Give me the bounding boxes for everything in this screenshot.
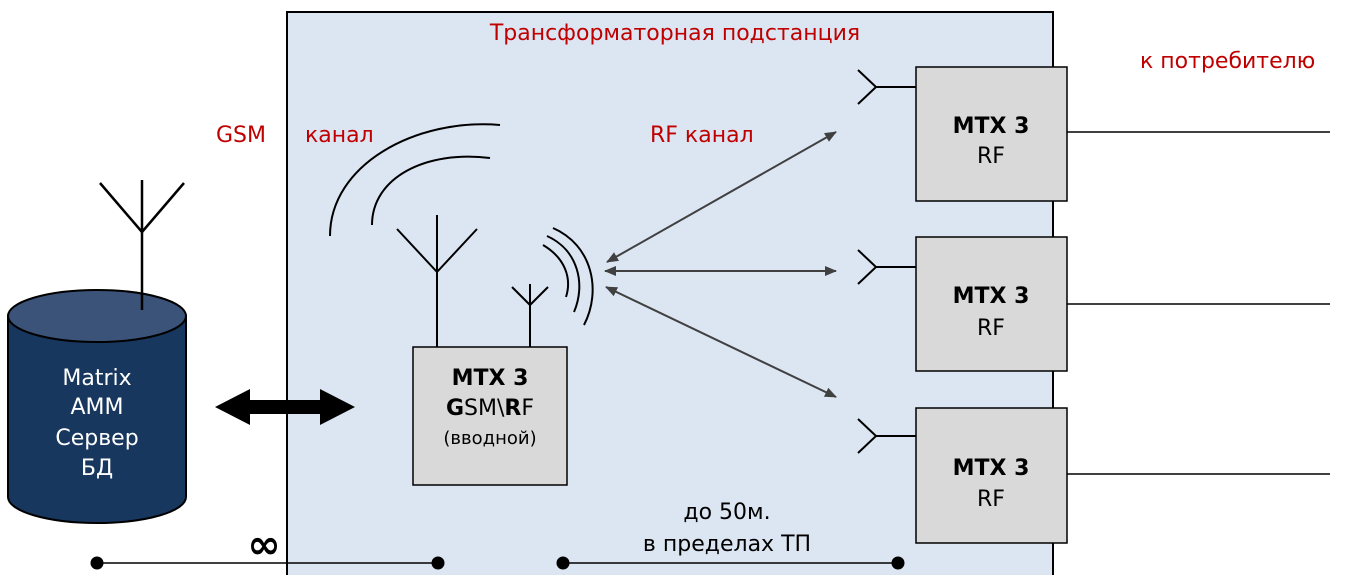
infinity-label: ∞	[247, 522, 280, 568]
distance-line-2: в пределах ТП	[643, 532, 811, 557]
server-antenna-icon	[99, 180, 185, 310]
server-line-4: БД	[81, 456, 113, 481]
rf-arrows	[604, 131, 837, 398]
gateway-rf-antenna-icon	[511, 284, 549, 347]
gateway-role: (вводной)	[443, 428, 536, 449]
rf-arrow-bottom	[605, 286, 837, 398]
distance-50m: до 50м. в пределах ТП	[556, 500, 905, 570]
gateway-protocol-g: G	[446, 396, 464, 421]
meter-1-box	[915, 66, 1068, 202]
server-cylinder-top	[7, 289, 187, 343]
gateway-protocol: GSM\RF	[446, 396, 534, 421]
meter-3-title: MTX 3	[953, 456, 1030, 481]
gateway-protocol-r: R	[504, 396, 521, 421]
distance-unlimited: ∞	[90, 522, 445, 570]
substation-title: Трансформаторная подстанция	[489, 21, 860, 46]
gateway-title: MTX 3	[452, 366, 529, 391]
gsm-signal-icon	[329, 123, 501, 237]
rf-channel-label: RF канал	[650, 123, 754, 148]
rf-signal-icon	[542, 227, 594, 326]
server-line-3: Сервер	[55, 426, 138, 451]
distance-line-1: до 50м.	[683, 500, 770, 525]
meter-1-title: MTX 3	[953, 114, 1030, 139]
gsm-label: GSM	[216, 123, 266, 148]
meter-1-subtitle: RF	[977, 144, 1005, 169]
meter-1-antenna-icon	[857, 69, 916, 105]
server-line-2: AMM	[70, 395, 123, 420]
meter-2-antenna-icon	[857, 249, 916, 285]
server-link-double-arrow	[215, 389, 355, 425]
meter-2-subtitle: RF	[977, 316, 1005, 341]
rf-arrow-top	[606, 131, 837, 263]
server-cylinder-body	[7, 315, 187, 524]
gateway-protocol-f: F	[521, 396, 534, 421]
meter-3-antenna-icon	[857, 418, 916, 454]
server-line-1: Matrix	[62, 366, 131, 391]
gateway-box	[412, 346, 568, 486]
gsm-channel-label: канал	[305, 123, 374, 148]
meter-2-title: MTX 3	[953, 284, 1030, 309]
meter-2-box	[915, 236, 1068, 372]
meter-3-box	[915, 407, 1068, 544]
gateway-gsm-antenna-icon	[396, 215, 478, 347]
consumer-label: к потребителю	[1140, 49, 1315, 74]
gateway-protocol-sm: SM\	[464, 396, 505, 421]
db-server: Matrix AMM Сервер БД	[7, 289, 187, 524]
meter-3-subtitle: RF	[977, 487, 1005, 512]
